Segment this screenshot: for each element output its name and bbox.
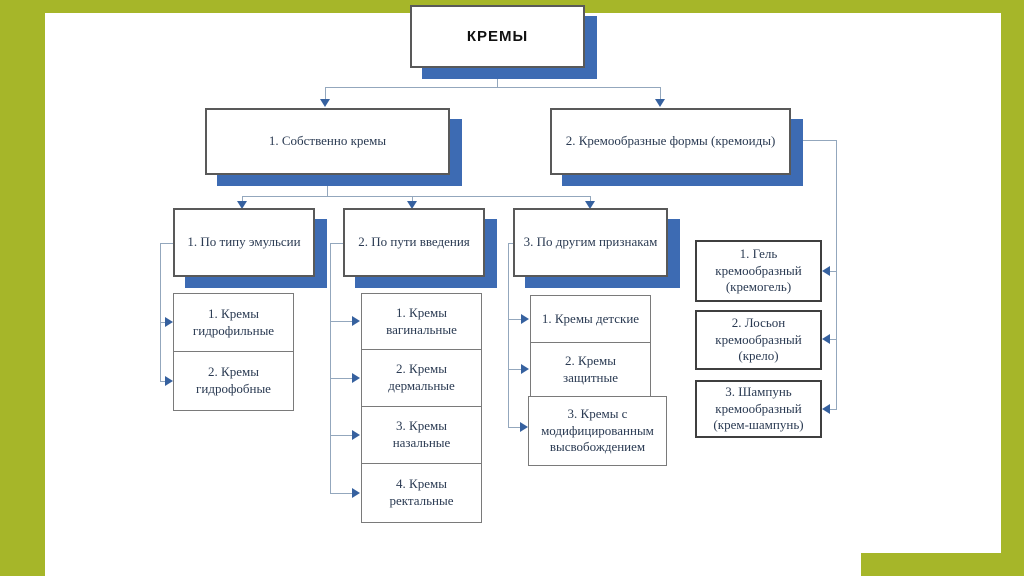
criterion-box-emulsion-type: 1. По типу эмульсии	[173, 208, 315, 277]
arrow-right-icon	[520, 422, 528, 432]
connector-line	[330, 321, 353, 322]
connector-line	[330, 493, 353, 494]
branch-box-creams: 1. Собственно кремы	[205, 108, 450, 175]
connector-line	[497, 69, 498, 87]
connector-line	[829, 339, 837, 340]
connector-line	[160, 381, 166, 382]
arrow-down-icon	[407, 201, 417, 209]
leaf-box-cream-lotion: 2. Лосьон кремообразный (крело)	[695, 310, 822, 370]
arrow-left-icon	[822, 334, 830, 344]
leaf-box-modified-release: 3. Кремы с модифицированным высвобождени…	[528, 396, 667, 466]
leaf-box-nasal: 3. Кремы назальные	[361, 406, 482, 464]
leaf-box-dermal: 2. Кремы дермальные	[361, 349, 482, 407]
arrow-right-icon	[521, 364, 529, 374]
connector-line	[660, 87, 661, 100]
connector-line	[412, 196, 413, 202]
connector-line	[590, 196, 591, 202]
connector-line	[508, 319, 522, 320]
leaf-box-hydrophilic: 1. Кремы гидрофильные	[173, 293, 294, 352]
frame-bottom-right	[861, 553, 1024, 576]
leaf-box-protective: 2. Кремы защитные	[530, 342, 651, 397]
connector-line	[800, 140, 836, 141]
connector-line	[242, 196, 591, 197]
criterion-box-route: 2. По пути введения	[343, 208, 485, 277]
leaf-box-rectal: 4. Кремы ректальные	[361, 463, 482, 523]
connector-line	[330, 243, 331, 493]
connector-line	[325, 87, 661, 88]
arrow-left-icon	[822, 404, 830, 414]
frame-left	[0, 0, 45, 576]
arrow-right-icon	[352, 373, 360, 383]
arrow-left-icon	[822, 266, 830, 276]
arrow-down-icon	[585, 201, 595, 209]
connector-line	[242, 196, 243, 202]
frame-right	[1001, 0, 1024, 576]
connector-line	[829, 409, 837, 410]
criterion-box-other-features: 3. По другим признакам	[513, 208, 668, 277]
arrow-right-icon	[521, 314, 529, 324]
connector-line	[508, 243, 514, 244]
connector-line	[508, 369, 522, 370]
connector-line	[160, 322, 166, 323]
root-box: КРЕМЫ	[410, 5, 585, 68]
arrow-down-icon	[320, 99, 330, 107]
connector-line	[330, 435, 353, 436]
arrow-right-icon	[352, 488, 360, 498]
connector-line	[160, 243, 173, 244]
leaf-box-vaginal: 1. Кремы вагинальные	[361, 293, 482, 350]
connector-line	[330, 243, 343, 244]
connector-line	[508, 427, 521, 428]
connector-line	[325, 87, 326, 100]
leaf-box-children: 1. Кремы детские	[530, 295, 651, 343]
arrow-down-icon	[655, 99, 665, 107]
connector-line	[327, 176, 328, 196]
connector-line	[508, 243, 509, 428]
arrow-right-icon	[352, 316, 360, 326]
branch-box-cremoid-forms: 2. Кремообразные формы (кремоиды)	[550, 108, 791, 175]
connector-line	[330, 378, 353, 379]
leaf-box-cream-shampoo: 3. Шампунь кремообразный (крем-шампунь)	[695, 380, 822, 438]
connector-line	[829, 271, 837, 272]
connector-line	[160, 243, 161, 382]
arrow-right-icon	[352, 430, 360, 440]
leaf-box-hydrophobic: 2. Кремы гидрофобные	[173, 351, 294, 411]
arrow-down-icon	[237, 201, 247, 209]
arrow-right-icon	[165, 376, 173, 386]
leaf-box-cream-gel: 1. Гель кремообразный (кремогель)	[695, 240, 822, 302]
connector-line	[836, 140, 837, 409]
arrow-right-icon	[165, 317, 173, 327]
